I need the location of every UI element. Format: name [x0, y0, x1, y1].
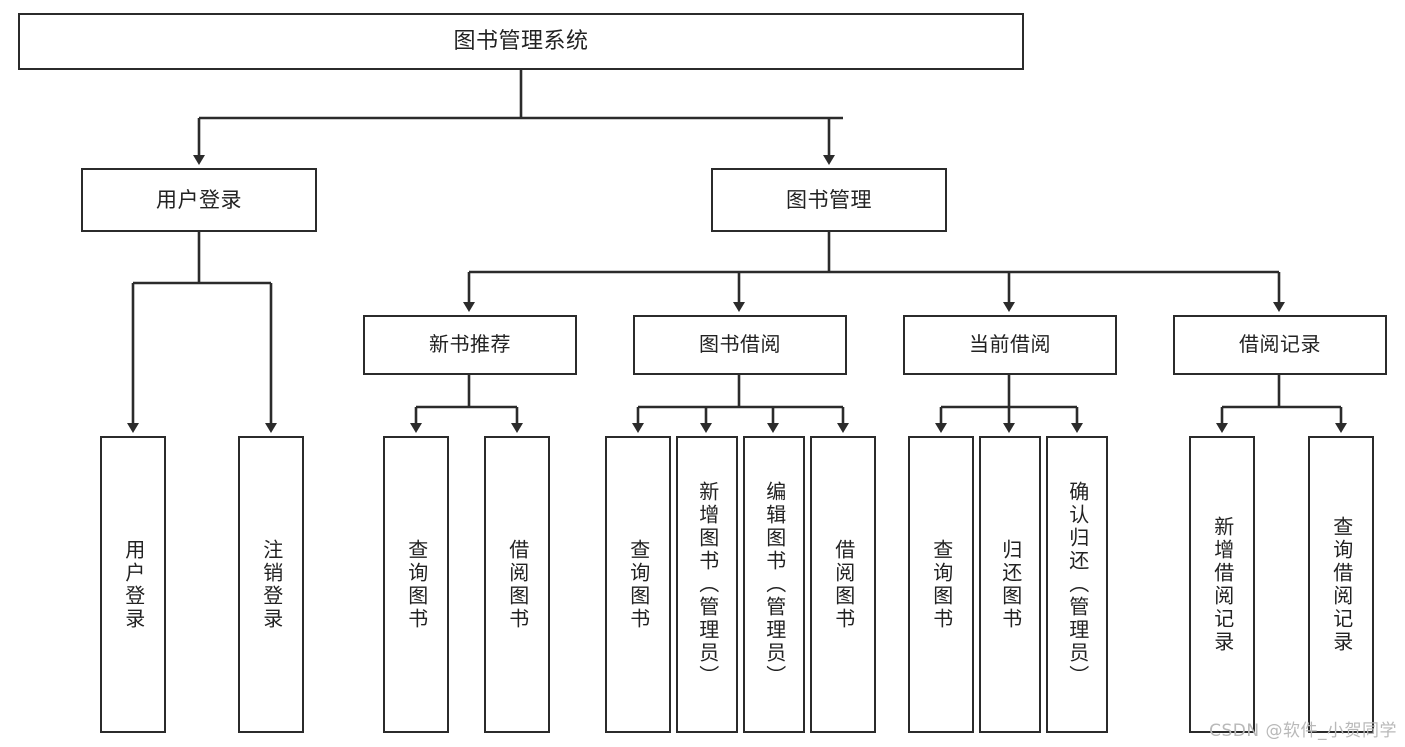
- node-label: 新增图书（管理员）: [695, 481, 720, 688]
- leaf-user-login[interactable]: 用户登录: [100, 436, 166, 733]
- leaf-logout[interactable]: 注销登录: [238, 436, 304, 733]
- leaf-query-book-current[interactable]: 查询图书: [908, 436, 974, 733]
- leaf-add-borrow-record[interactable]: 新增借阅记录: [1189, 436, 1255, 733]
- node-label: 注销登录: [259, 538, 284, 631]
- node-label: 查询图书: [404, 538, 429, 631]
- node-label: 用户登录: [156, 187, 242, 212]
- node-borrow-record[interactable]: 借阅记录: [1173, 315, 1387, 375]
- node-label: 当前借阅: [969, 332, 1051, 357]
- node-label: 新书推荐: [429, 332, 511, 357]
- node-label: 图书借阅: [699, 332, 781, 357]
- node-label: 借阅图书: [505, 538, 530, 631]
- node-label: 图书管理系统: [453, 28, 589, 54]
- node-label: 查询图书: [626, 538, 651, 631]
- leaf-add-book-admin[interactable]: 新增图书（管理员）: [676, 436, 738, 733]
- node-new-book-recommend[interactable]: 新书推荐: [363, 315, 577, 375]
- leaf-borrow-book[interactable]: 借阅图书: [810, 436, 876, 733]
- leaf-query-book-recommend[interactable]: 查询图书: [383, 436, 449, 733]
- node-current-borrow[interactable]: 当前借阅: [903, 315, 1117, 375]
- leaf-confirm-return-admin[interactable]: 确认归还（管理员）: [1046, 436, 1108, 733]
- node-label: 编辑图书（管理员）: [762, 481, 787, 688]
- node-label: 确认归还（管理员）: [1065, 481, 1090, 688]
- node-label: 查询借阅记录: [1329, 515, 1354, 654]
- leaf-edit-book-admin[interactable]: 编辑图书（管理员）: [743, 436, 805, 733]
- leaf-return-book[interactable]: 归还图书: [979, 436, 1041, 733]
- node-label: 用户登录: [121, 538, 146, 631]
- node-user-login[interactable]: 用户登录: [81, 168, 317, 232]
- node-root-system[interactable]: 图书管理系统: [18, 13, 1024, 70]
- leaf-borrow-book-recommend[interactable]: 借阅图书: [484, 436, 550, 733]
- node-label: 查询图书: [929, 538, 954, 631]
- node-book-borrow[interactable]: 图书借阅: [633, 315, 847, 375]
- node-label: 借阅图书: [831, 538, 856, 631]
- node-label: 借阅记录: [1239, 332, 1321, 357]
- node-label: 图书管理: [786, 187, 872, 212]
- leaf-query-book-borrow[interactable]: 查询图书: [605, 436, 671, 733]
- node-label: 新增借阅记录: [1210, 515, 1235, 654]
- leaf-query-borrow-record[interactable]: 查询借阅记录: [1308, 436, 1374, 733]
- node-label: 归还图书: [998, 538, 1023, 631]
- node-book-management[interactable]: 图书管理: [711, 168, 947, 232]
- watermark-text: CSDN @软件_小贺同学: [1209, 721, 1397, 741]
